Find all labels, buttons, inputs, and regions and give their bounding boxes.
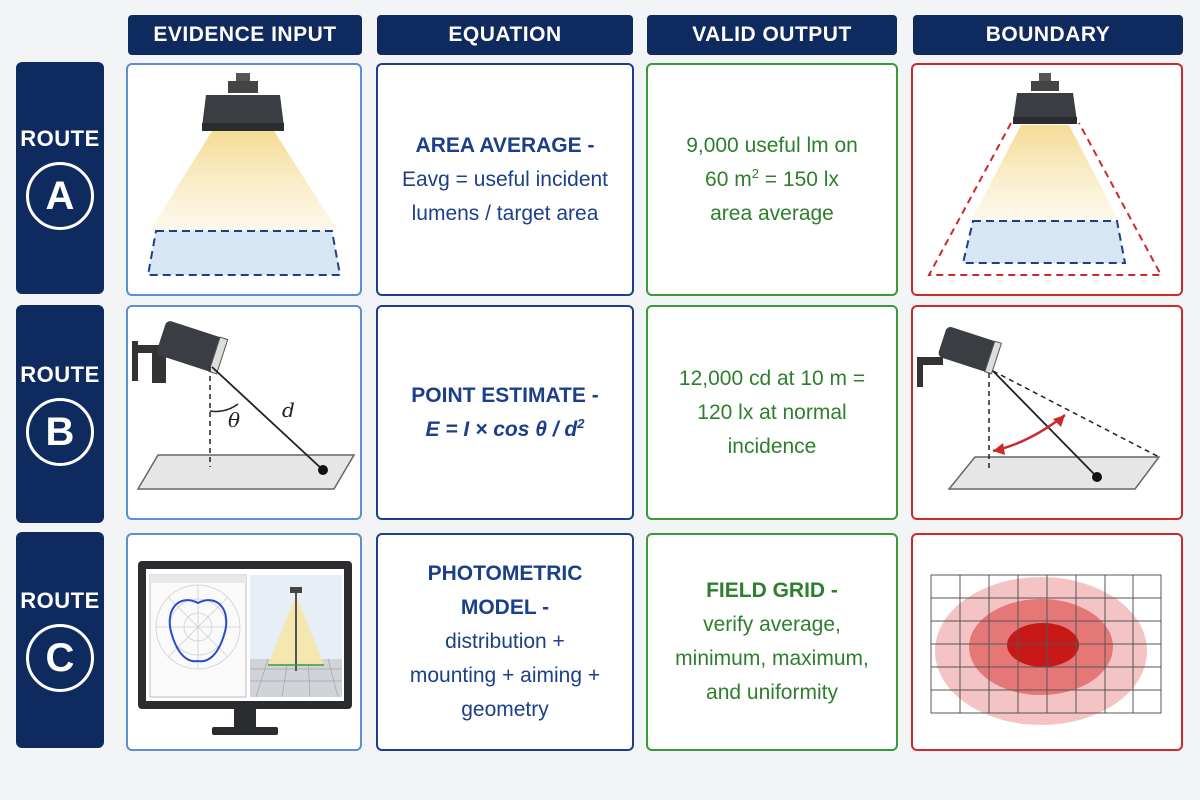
beam-spill-boundary-icon bbox=[927, 73, 1163, 276]
route-a-label: ROUTE A bbox=[16, 62, 104, 294]
header-valid-output: VALID OUTPUT bbox=[647, 15, 897, 55]
output-line: incidence bbox=[727, 434, 817, 458]
photometric-software-monitor-icon bbox=[138, 561, 352, 735]
route-b-label: ROUTE B bbox=[16, 305, 104, 523]
route-letter-badge: C bbox=[26, 624, 94, 692]
route-c-label: ROUTE C bbox=[16, 532, 104, 748]
route-c-evidence-input bbox=[126, 533, 362, 751]
route-b-equation: POINT ESTIMATE - E = I × cos θ / d2 bbox=[376, 305, 634, 520]
route-a-evidence-input bbox=[126, 63, 362, 296]
route-a-boundary bbox=[911, 63, 1183, 296]
output-line: area average bbox=[710, 201, 834, 225]
output-line: 60 m2 = 150 lx bbox=[705, 165, 839, 191]
output-line: and uniformity bbox=[706, 681, 838, 704]
equation-line: distribution + bbox=[445, 630, 565, 653]
output-line: 9,000 useful lm on bbox=[686, 133, 858, 157]
route-label-text: ROUTE bbox=[20, 588, 100, 613]
route-letter-badge: B bbox=[26, 398, 94, 466]
equation-line: geometry bbox=[461, 698, 549, 721]
route-c-equation: PHOTOMETRIC MODEL - distribution + mount… bbox=[376, 533, 634, 751]
route-c-boundary bbox=[911, 533, 1183, 751]
route-b-valid-output: 12,000 cd at 10 m = 120 lx at normal inc… bbox=[646, 305, 898, 520]
route-label-text: ROUTE bbox=[20, 362, 100, 387]
output-line: 120 lx at normal bbox=[697, 400, 847, 424]
equation-line: lumens / target area bbox=[411, 201, 599, 225]
equation-line: E = I × cos θ / d2 bbox=[425, 415, 585, 441]
route-a-valid-output: 9,000 useful lm on 60 m2 = 150 lx area a… bbox=[646, 63, 898, 296]
oblique-incidence-boundary-icon bbox=[917, 327, 1161, 490]
route-c-valid-output: FIELD GRID - verify average, minimum, ma… bbox=[646, 533, 898, 751]
equation-title: PHOTOMETRIC MODEL - bbox=[427, 562, 583, 619]
route-a-equation: AREA AVERAGE - Eavg = useful incident lu… bbox=[376, 63, 634, 296]
equation-title: AREA AVERAGE - bbox=[415, 133, 595, 157]
equation-title: POINT ESTIMATE - bbox=[411, 383, 599, 407]
header-boundary: BOUNDARY bbox=[913, 15, 1183, 55]
equation-line: mounting + aiming + bbox=[409, 664, 601, 687]
route-b-evidence-input: θ d bbox=[126, 305, 362, 520]
output-line: minimum, maximum, bbox=[675, 647, 869, 670]
header-equation: EQUATION bbox=[377, 15, 633, 55]
route-label-text: ROUTE bbox=[20, 126, 100, 151]
header-evidence-input: EVIDENCE INPUT bbox=[128, 15, 362, 55]
illuminance-field-grid-icon bbox=[930, 574, 1162, 725]
output-title: FIELD GRID - bbox=[706, 579, 838, 602]
aimed-floodlight-geometry-icon: θ d bbox=[132, 321, 356, 490]
ceiling-luminaire-icon bbox=[146, 73, 342, 276]
route-b-boundary bbox=[911, 305, 1183, 520]
equation-line: Eavg = useful incident bbox=[401, 167, 609, 191]
output-line: 12,000 cd at 10 m = bbox=[678, 366, 866, 390]
distance-label: d bbox=[282, 398, 295, 422]
output-line: verify average, bbox=[703, 613, 841, 636]
theta-label: θ bbox=[228, 408, 240, 432]
route-letter-badge: A bbox=[26, 162, 94, 230]
